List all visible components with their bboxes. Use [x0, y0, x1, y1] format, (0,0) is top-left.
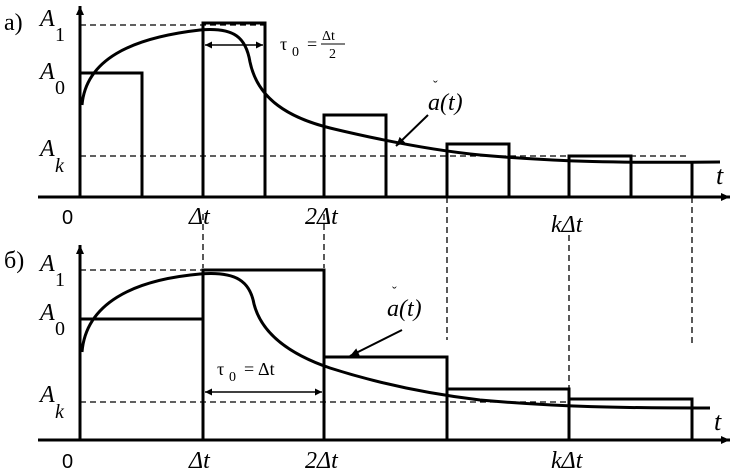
panel-b: б) τ 0 = Δt a(t) ˇ A 1 A 0 A [4, 245, 730, 474]
panel-a-pulse-4 [567, 154, 633, 197]
panel-b-step-1 [201, 268, 326, 440]
panel-b-ak-sub: k [55, 401, 65, 423]
panel-b-ak-label: A [38, 382, 55, 408]
panel-a-pulse-2 [322, 113, 388, 197]
panel-b-curve-mark: ˇ [392, 285, 397, 300]
panel-a-x-kdt: kΔt [551, 212, 584, 238]
panel-b-x-zero: 0 [62, 451, 73, 473]
panel-a-tau-eq: = [307, 34, 317, 54]
panel-a-curve-pointer [395, 114, 429, 147]
panel-a-pulse-0 [80, 71, 144, 197]
panel-b-label: б) [4, 248, 24, 274]
panel-a-tau-num: Δt [322, 29, 335, 44]
panel-b-axis-t: t [714, 407, 722, 436]
panel-a-curve-mark: ˇ [433, 79, 438, 94]
panel-b-tau-val: Δt [258, 359, 275, 379]
panel-a-x-zero: 0 [62, 207, 73, 229]
panel-b-a0-sub: 0 [55, 318, 65, 340]
panel-a-curve-label: a(t) [428, 90, 463, 116]
panel-b-a1-sub: 1 [55, 269, 65, 291]
panel-a-curve [80, 28, 721, 164]
panel-a-tau-symbol: τ [280, 34, 287, 54]
panel-a-a0-sub: 0 [55, 77, 65, 99]
panel-a-pulses [80, 21, 694, 197]
panel-b-step-4 [569, 397, 694, 440]
panel-a-pulse-1 [201, 21, 267, 197]
panel-a-pulse-3 [445, 142, 511, 197]
panel-b-tau-eq: = [244, 359, 254, 379]
panel-a: а) τ 0 = Δt 2 a(t) ˇ A 1 [4, 6, 730, 238]
panel-b-x-2dt: 2Δt [305, 448, 339, 474]
panel-b-a1-label: A [38, 251, 55, 277]
panel-b-step-2 [324, 355, 449, 440]
panel-b-a0-label: A [38, 300, 55, 326]
panel-a-ak-label: A [38, 136, 55, 162]
panel-b-curve-pointer [349, 329, 403, 357]
panel-b-tau-sub: 0 [229, 370, 236, 385]
panel-b-curve-label: a(t) [387, 296, 422, 322]
panel-a-x-2dt: 2Δt [305, 204, 339, 230]
panel-b-steps [80, 268, 694, 440]
panel-a-tau-sub: 0 [292, 45, 299, 60]
panel-b-tau-symbol: τ [217, 359, 224, 379]
panel-a-label: а) [4, 10, 23, 36]
panel-a-a0-label: A [38, 59, 55, 85]
panel-a-x-dt: Δt [188, 204, 211, 230]
panel-a-a1-sub: 1 [55, 24, 65, 46]
panel-b-x-kdt: kΔt [551, 448, 584, 474]
panel-b-curve [80, 272, 711, 410]
panel-b-step-3 [447, 387, 571, 440]
panel-a-ak-sub: k [55, 155, 65, 177]
panel-a-a1-label: A [38, 6, 55, 32]
panel-a-tau-den: 2 [329, 47, 336, 62]
panel-b-x-dt: Δt [188, 448, 211, 474]
panel-a-axis-t: t [716, 161, 724, 190]
